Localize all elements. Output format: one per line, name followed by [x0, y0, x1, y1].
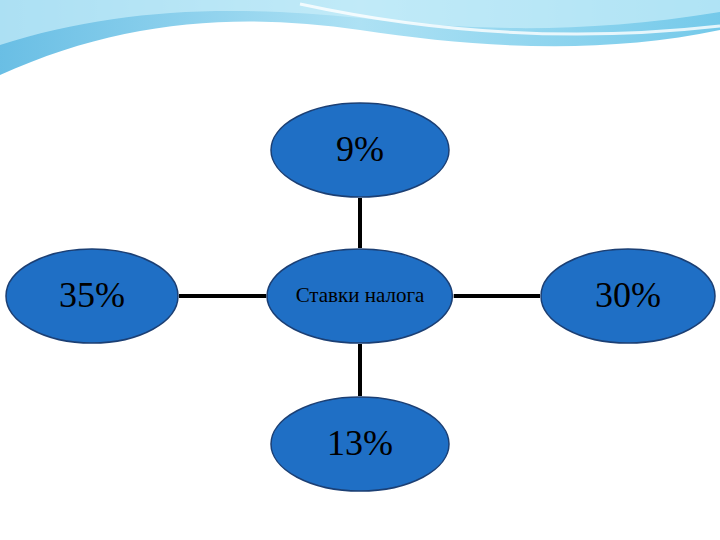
- rate-ellipse: 9%: [270, 102, 450, 198]
- connector-line: [358, 344, 362, 396]
- connector-line: [179, 294, 266, 298]
- node-label: 9%: [336, 130, 384, 170]
- connector-line: [358, 198, 362, 248]
- rate-ellipse: 30%: [540, 248, 716, 344]
- header-wave: [0, 0, 720, 90]
- rate-ellipse: 35%: [5, 248, 179, 344]
- node-label: Ставки налога: [296, 284, 425, 307]
- node-label: 35%: [59, 276, 125, 316]
- rate-ellipse: 13%: [270, 396, 450, 492]
- node-label: 30%: [595, 276, 661, 316]
- connector-line: [454, 294, 540, 298]
- center-ellipse: Ставки налога: [266, 248, 453, 344]
- node-label: 13%: [327, 424, 393, 464]
